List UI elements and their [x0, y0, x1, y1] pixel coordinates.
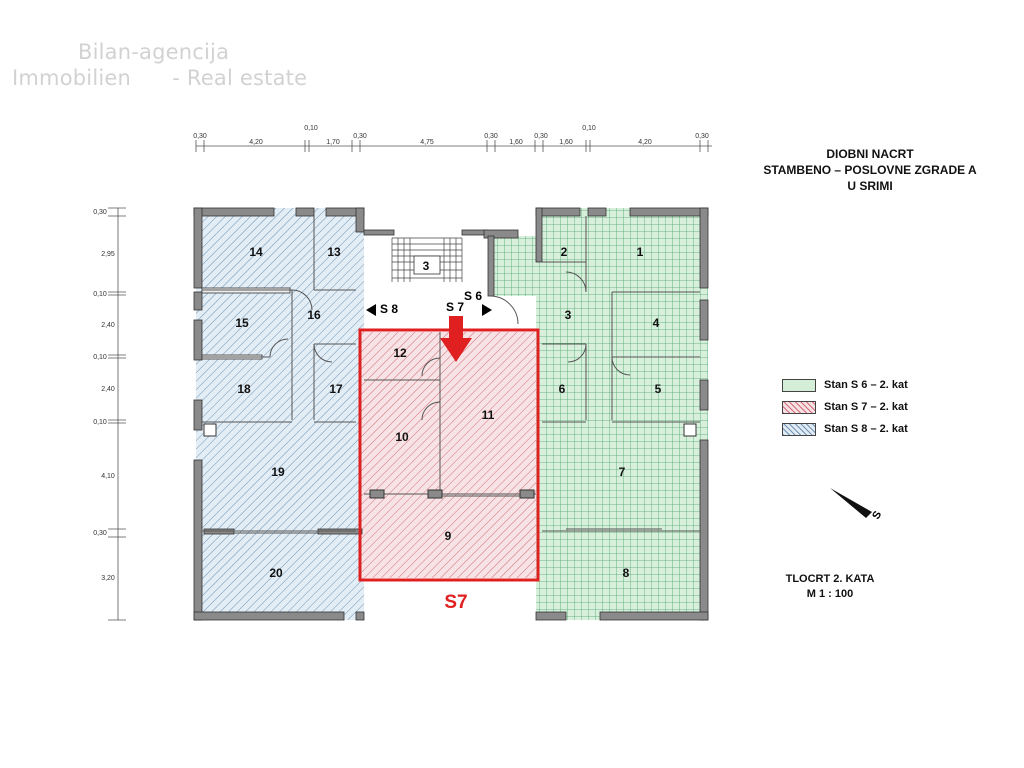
room-8: 8: [623, 566, 630, 580]
dim-top-5: 4,75: [420, 139, 434, 146]
dim-left-2: 0,10: [93, 291, 107, 298]
room-3: 3: [565, 308, 572, 322]
room-9: 9: [445, 529, 452, 543]
room-16: 16: [307, 308, 321, 322]
legend-swatch-s6: [782, 378, 816, 392]
watermark-real-estate: Immobilien - Real estate: [12, 66, 308, 90]
room-2: 2: [561, 245, 568, 259]
drawing-title: DIOBNI NACRT STAMBENO – POSLOVNE ZGRADE …: [740, 146, 1000, 194]
unit-label-s8: S 8: [380, 302, 398, 316]
legend-swatch-s8: [782, 422, 816, 436]
dimension-top: [195, 140, 712, 152]
unit-s8-area: [196, 208, 364, 620]
room-7: 7: [619, 465, 626, 479]
legend-item-s8: Stan S 8 – 2. kat: [782, 422, 908, 436]
unit-s6-area: [490, 208, 708, 620]
legend-label-s8: Stan S 8 – 2. kat: [824, 423, 908, 435]
dim-top-12: 0,30: [695, 133, 709, 140]
dim-top-9: 1,60: [559, 139, 573, 146]
room-17: 17: [329, 382, 343, 396]
dim-top-0: 0,30: [193, 133, 207, 140]
room-5: 5: [655, 382, 662, 396]
title-line-2: STAMBENO – POSLOVNE ZGRADE A: [763, 163, 977, 177]
floor-label: TLOCRT 2. KATA M 1 : 100: [775, 572, 885, 602]
dim-top-1: 4,20: [249, 139, 263, 146]
room-10: 10: [395, 430, 409, 444]
legend-label-s6: Stan S 6 – 2. kat: [824, 379, 908, 391]
s6-arrow-icon: [482, 304, 492, 316]
legend-swatch-s7: [782, 400, 816, 414]
columns: [203, 423, 697, 499]
title-line-3: U SRIMI: [847, 179, 893, 193]
room-18: 18: [237, 382, 251, 396]
legend-item-s7: Stan S 7 – 2. kat: [782, 400, 908, 414]
room-6: 6: [559, 382, 566, 396]
dim-left-1: 2,95: [101, 251, 115, 258]
dim-top-4: 0,30: [353, 133, 367, 140]
dim-top-2: 0,10: [304, 125, 318, 132]
dim-left-3: 2,40: [101, 322, 115, 329]
room-15: 15: [235, 316, 249, 330]
room-4: 4: [653, 316, 660, 330]
dim-left-9: 3,20: [101, 575, 115, 582]
highlight-label: S7: [444, 592, 467, 613]
dim-top-6: 0,30: [484, 133, 498, 140]
interior-lines: [202, 216, 700, 534]
dim-left-4: 0,10: [93, 354, 107, 361]
legend-label-s7: Stan S 7 – 2. kat: [824, 401, 908, 413]
room-stair-3: 3: [423, 259, 430, 273]
compass-arrow-icon: [830, 488, 872, 518]
dim-left-7: 4,10: [101, 473, 115, 480]
dim-top-3: 1,70: [326, 139, 340, 146]
s8-arrow-icon: [366, 304, 376, 316]
walls: [193, 207, 709, 621]
title-line-1: DIOBNI NACRT: [826, 147, 914, 161]
dim-top-7: 1,60: [509, 139, 523, 146]
dim-left-6: 0,10: [93, 419, 107, 426]
legend: Stan S 6 – 2. kat Stan S 7 – 2. kat Stan…: [782, 378, 908, 444]
room-19: 19: [271, 465, 285, 479]
dim-top-8: 0,30: [534, 133, 548, 140]
dim-left-5: 2,40: [101, 386, 115, 393]
room-12: 12: [393, 346, 407, 360]
room-13: 13: [327, 245, 341, 259]
unit-label-s7: S 7: [446, 300, 464, 314]
dimension-left: [108, 207, 126, 621]
room-20: 20: [269, 566, 283, 580]
legend-item-s6: Stan S 6 – 2. kat: [782, 378, 908, 392]
dim-left-8: 0,30: [93, 530, 107, 537]
floor-scale: M 1 : 100: [806, 588, 854, 600]
watermark-agency: Bilan-agencija: [78, 40, 230, 64]
unit-markers: S 8 S 7 S 6: [366, 289, 492, 362]
room-1: 1: [637, 245, 644, 259]
entrance-arrow-icon: [440, 316, 472, 362]
floor-title: TLOCRT 2. KATA: [785, 573, 875, 585]
compass-label: S: [870, 509, 884, 521]
room-14: 14: [249, 245, 263, 259]
compass: S: [830, 488, 884, 522]
dim-top-11: 4,20: [638, 139, 652, 146]
room-11: 11: [482, 408, 495, 422]
unit-s7-area: [362, 332, 536, 578]
unit-label-s6: S 6: [464, 289, 482, 303]
dim-left-0: 0,30: [93, 209, 107, 216]
dim-top-10: 0,10: [582, 125, 596, 132]
